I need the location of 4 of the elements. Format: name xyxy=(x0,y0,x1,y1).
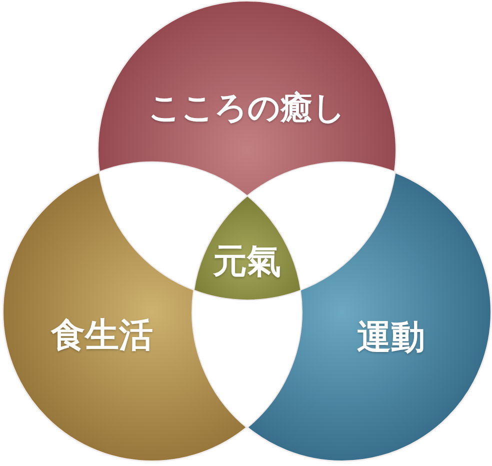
circle-label: 食生活 xyxy=(51,317,153,355)
overlap-label: 元氣 xyxy=(212,243,281,281)
circle-label: 運動 xyxy=(357,319,425,357)
circle-label: こころの癒し xyxy=(148,90,346,126)
